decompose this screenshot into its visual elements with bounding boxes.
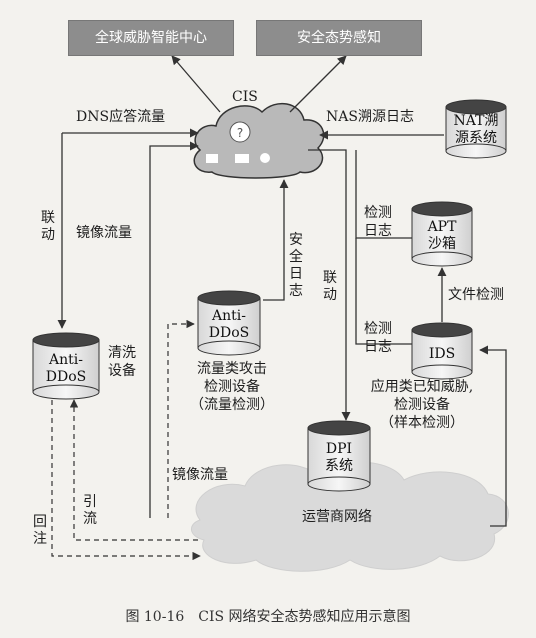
arrow-reinjection (51, 400, 201, 561)
security-log-label: 安全日志 (289, 232, 303, 299)
dns-flow-label: DNS应答流量 (76, 109, 166, 125)
figure-caption: 图 10-16 CIS 网络安全态势感知应用示意图 (125, 609, 411, 625)
mirror-flow-bottom-label: 镜像流量 (172, 467, 228, 483)
cis-cloud: ? (193, 102, 325, 179)
anti-ddos-left-label: Anti-DDoS (45, 352, 87, 385)
operator-network-cloud (191, 461, 509, 572)
arrow-situation-cis (289, 55, 347, 113)
anti-ddos-mid-db-cylinder (197, 290, 261, 356)
flood-detect-label: 流量类攻击检测设备（流量检测） (190, 361, 274, 413)
nat-label: NAT溯源系统 (453, 113, 499, 146)
clean-device-label: 清洗设备 (108, 345, 136, 379)
linkage-mid-label: 联动 (323, 270, 337, 303)
operator-network-label: 运营商网络 (302, 509, 372, 525)
cis-label: CIS (232, 89, 258, 105)
arrow-linkage-mid (308, 149, 351, 421)
file-detect-label: 文件检测 (448, 287, 504, 303)
anti-ddos-mid-label: Anti-DDoS (208, 308, 250, 341)
arrow-global-cis (171, 55, 221, 113)
line-detect-log-ids (355, 238, 412, 345)
situation-awareness-box: 安全态势感知 (256, 20, 422, 56)
apt-db-cylinder (411, 201, 473, 267)
arrow-network-ids (479, 345, 507, 527)
arrow-mirror-flow-bottom (167, 319, 195, 518)
arrow-mirror-flow-top (149, 141, 199, 518)
anti-ddos-left-db-cylinder (32, 332, 100, 400)
diversion-label: 引流 (83, 494, 97, 527)
dpi-db-cylinder (307, 420, 371, 492)
ids-label: IDS (428, 346, 456, 362)
arrow-diversion (69, 399, 198, 541)
arrow-security-log (263, 179, 289, 301)
detect-log-apt-label: 检测日志 (364, 205, 392, 239)
reinjection-label: 回注 (33, 514, 47, 547)
ids-db-cylinder (411, 322, 473, 380)
linkage-left-label: 联动 (41, 210, 55, 243)
mirror-flow-top-label: 镜像流量 (76, 225, 132, 241)
nat-db-cylinder (445, 99, 507, 159)
svg-text:?: ? (237, 126, 243, 140)
app-detect-label: 应用类已知威胁,检测设备（样本检测） (370, 379, 474, 431)
nas-log-label: NAS溯源日志 (326, 109, 414, 125)
detect-log-ids-label: 检测日志 (364, 321, 392, 355)
global-threat-center-box: 全球威胁智能中心 (68, 20, 234, 56)
